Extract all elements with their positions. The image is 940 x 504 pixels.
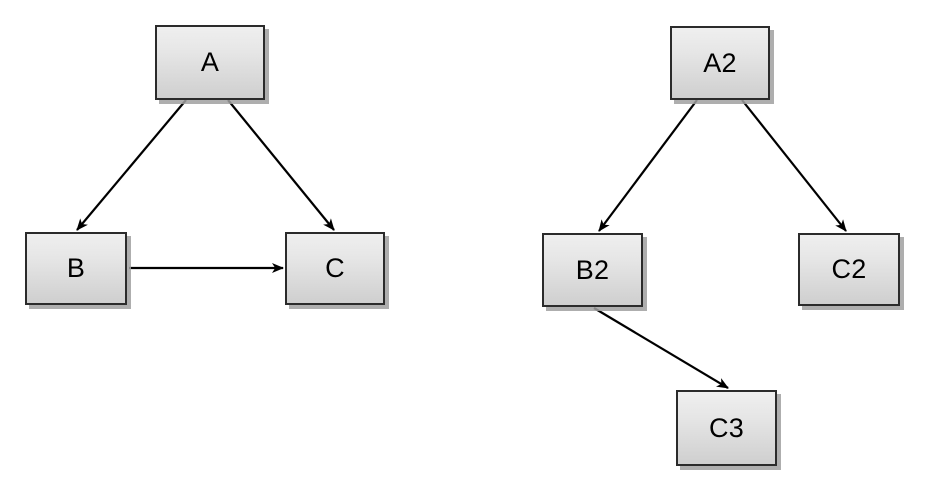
node-label-b: B: [66, 253, 86, 283]
edge-a-to-c[interactable]: [227, 99, 335, 231]
node-label-c2: C2: [831, 254, 867, 284]
edge-a2-to-c2[interactable]: [741, 99, 847, 232]
node-b[interactable]: B: [25, 232, 127, 305]
edge-b2-to-c3[interactable]: [593, 307, 729, 389]
node-label-a: A: [200, 47, 220, 77]
node-a[interactable]: A: [155, 25, 265, 100]
node-c[interactable]: C: [285, 232, 385, 305]
node-label-a2: A2: [703, 47, 737, 78]
node-c3[interactable]: C3: [676, 390, 777, 466]
node-c2[interactable]: C2: [798, 233, 900, 306]
node-label-c3: C3: [709, 412, 744, 443]
node-label-b2: B2: [575, 254, 610, 285]
node-a2[interactable]: A2: [670, 26, 770, 100]
edge-a-to-b[interactable]: [76, 99, 187, 231]
node-b2[interactable]: B2: [542, 233, 643, 307]
edge-a2-to-b2[interactable]: [598, 99, 698, 232]
node-label-c: C: [325, 253, 345, 283]
